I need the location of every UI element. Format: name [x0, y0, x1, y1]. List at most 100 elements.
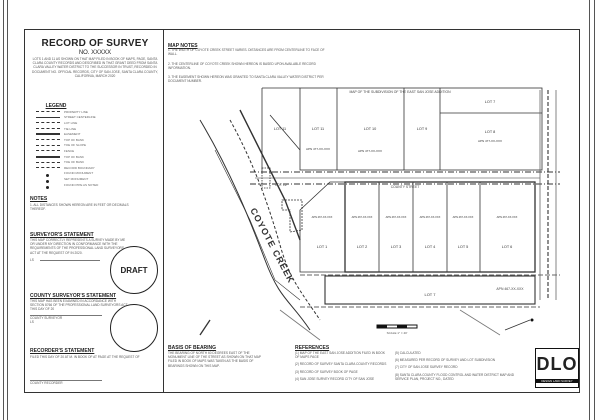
legend-label: LOT LINE — [64, 120, 78, 125]
legend-label: FOUND MONUMENT — [64, 171, 94, 176]
south-lot-block — [324, 275, 536, 305]
street-label: COUNTY STREET — [391, 185, 420, 189]
lot-label: LOT 6 — [502, 245, 512, 249]
apn-label: APN 467-XX-XXX — [420, 215, 441, 219]
legend-line-sample — [36, 164, 60, 182]
apn-label: APN 467-XX-XXX — [386, 215, 407, 219]
logo-caption: DESIGN LAND SURVEY — [536, 379, 578, 383]
survey-description: LOTS 1 AND 11 AS SHOWN ON THAT MAP FILED… — [32, 57, 158, 78]
legend-label: TOP OF BANK — [64, 154, 85, 159]
legend-line-sample — [36, 161, 60, 163]
reference-item: (7) CITY OF SAN JOSE SURVEY RECORD — [395, 365, 458, 370]
legend-label: TOP OF BANK — [64, 137, 85, 142]
county-text: THIS MAP HAS BEEN EXAMINED IN ACCORDANCE… — [30, 299, 128, 312]
apn-label: APN 467-XX-XXX — [496, 287, 524, 291]
reference-item: (6) MEASURED PER RECORD OF SURVEY AND LO… — [395, 358, 496, 363]
column-divider — [163, 29, 164, 393]
lot-label: LOT 3 — [391, 245, 401, 249]
legend-item: PROPERTY LINE — [36, 109, 160, 115]
legend-item: STREET CENTERLINE — [36, 115, 160, 121]
county-signature-line[interactable] — [30, 315, 102, 316]
apn-label: APN 467-XX-XXX — [497, 215, 518, 219]
surveyor-signature-line[interactable] — [40, 260, 100, 261]
lot-label: LOT 11 — [274, 127, 286, 131]
map-note: 3. THE EASEMENT SHOWN HEREON WAS GRANTED… — [168, 75, 324, 84]
lot-label: LOT 5 — [458, 245, 468, 249]
legend-line-sample — [36, 144, 60, 146]
legend-label: RECORD BOUNDARY — [64, 165, 95, 170]
legend-item: RECORD BOUNDARY — [36, 165, 160, 171]
draft-stamp: DRAFT — [110, 246, 158, 294]
legend-label: PROPERTY LINE — [64, 109, 88, 114]
lot-label: LOT 4 — [425, 245, 435, 249]
legend-label: EASEMENT — [64, 132, 81, 137]
legend-heading: LEGEND — [45, 103, 67, 109]
scale-bar: SCALE 1" = 40' — [376, 324, 418, 335]
legend-line-sample — [36, 170, 60, 188]
apn-label: APN 477-XX-XXX — [478, 139, 502, 143]
sheet-edge — [589, 0, 590, 420]
top-lots-block — [299, 87, 543, 171]
lot-label: LOT 1 — [317, 245, 327, 249]
reference-item: (4) SAN JOSE SURVEY RECORD CITY OF SAN J… — [295, 376, 375, 381]
bottom-lots-block — [344, 181, 536, 273]
legend-item: SET MONUMENT — [36, 176, 160, 183]
building-outline — [281, 199, 303, 233]
legend-label: STREET CENTERLINE — [64, 115, 96, 120]
legend-item: EASEMENT — [36, 131, 160, 137]
lot-label: LOT 8 — [485, 130, 495, 134]
survey-number: NO. XXXXX — [78, 50, 112, 56]
reference-item: (3) RECORD OF SURVEY BOOK OF PAGE — [295, 369, 358, 374]
recorder-text: FILED THIS DAY OF 20 AT M. IN BOOK OF AT… — [30, 355, 140, 359]
reference-item: (8) SANTA CLARA COUNTY FLOOD CONTROL AND… — [395, 372, 515, 381]
page-title: RECORD OF SURVEY — [41, 38, 149, 49]
legend-label: SET MONUMENT — [64, 176, 89, 181]
legend-line-sample — [36, 111, 60, 113]
sheet-edge — [7, 0, 8, 420]
legend-line-sample — [36, 155, 60, 158]
apn-label: APN 467-XX-XXX — [453, 215, 474, 219]
legend-item: FENCE — [36, 148, 160, 154]
lot-label: LOT 7 — [424, 292, 436, 297]
legend-label: TIE LINE — [64, 126, 77, 131]
legend-item: TOP OF BANK — [36, 137, 160, 143]
map-note: 1. THE WIDTH OF COYOTE CREEK STREET VARI… — [168, 48, 325, 57]
surveyor-ls: LS — [30, 258, 34, 262]
drawing-sheet — [24, 29, 580, 393]
recorder-sig-label: COUNTY RECORDER — [30, 381, 63, 385]
legend-line-sample — [36, 128, 60, 130]
county-sig-label: COUNTY SURVEYOR — [30, 316, 63, 320]
surveyor-heading: SURVEYOR'S STATEMENT — [30, 232, 94, 238]
lot-1-boundary — [299, 181, 345, 273]
map-notes-heading: MAP NOTES — [168, 43, 198, 49]
legend-line-sample — [36, 122, 60, 124]
tract-label: MAP OF THE SUBDIVISION OF THE EAST SAN J… — [349, 90, 451, 94]
legend-item: FOUND PIPE AS NOTED — [36, 182, 160, 189]
scale-label: SCALE 1" = 40' — [387, 331, 408, 335]
reference-item: (1) MAP OF THE EAST SAN JOSE ADDITION FI… — [295, 351, 385, 360]
legend-line-sample — [36, 176, 60, 194]
lot-label: LOT 10 — [364, 127, 377, 131]
legend-line-sample — [36, 139, 60, 141]
legend-line-sample — [36, 167, 60, 169]
logo-letters: DLO — [536, 354, 578, 374]
legend-line-sample — [36, 150, 60, 152]
creek-bank — [199, 119, 311, 331]
reference-item: (5) CALCULATED — [395, 351, 421, 355]
lot-label: LOT 2 — [357, 245, 367, 249]
apn-label: APN 477-XX-XXX — [358, 149, 382, 153]
surveyor-text: THIS MAP CORRECTLY REPRESENTS A SURVEY M… — [30, 238, 126, 255]
company-logo: DLO DESIGN LAND SURVEY — [535, 348, 579, 388]
legend-label: FOUND PIPE AS NOTED — [64, 182, 99, 187]
legend-item: TIE LINE — [36, 126, 160, 132]
reference-item: (2) RECORD OF SURVEY SANTA CLARA COUNTY … — [295, 362, 387, 367]
lot-12-label: LOT 12 — [275, 183, 287, 187]
lot-label: LOT 9 — [417, 127, 427, 131]
recorder-signature-line[interactable] — [30, 380, 102, 381]
sheet-edge — [594, 0, 595, 420]
lot-label: LOT 11 — [312, 127, 324, 131]
legend-line-sample — [36, 133, 60, 136]
county-ls: LS — [30, 320, 34, 324]
